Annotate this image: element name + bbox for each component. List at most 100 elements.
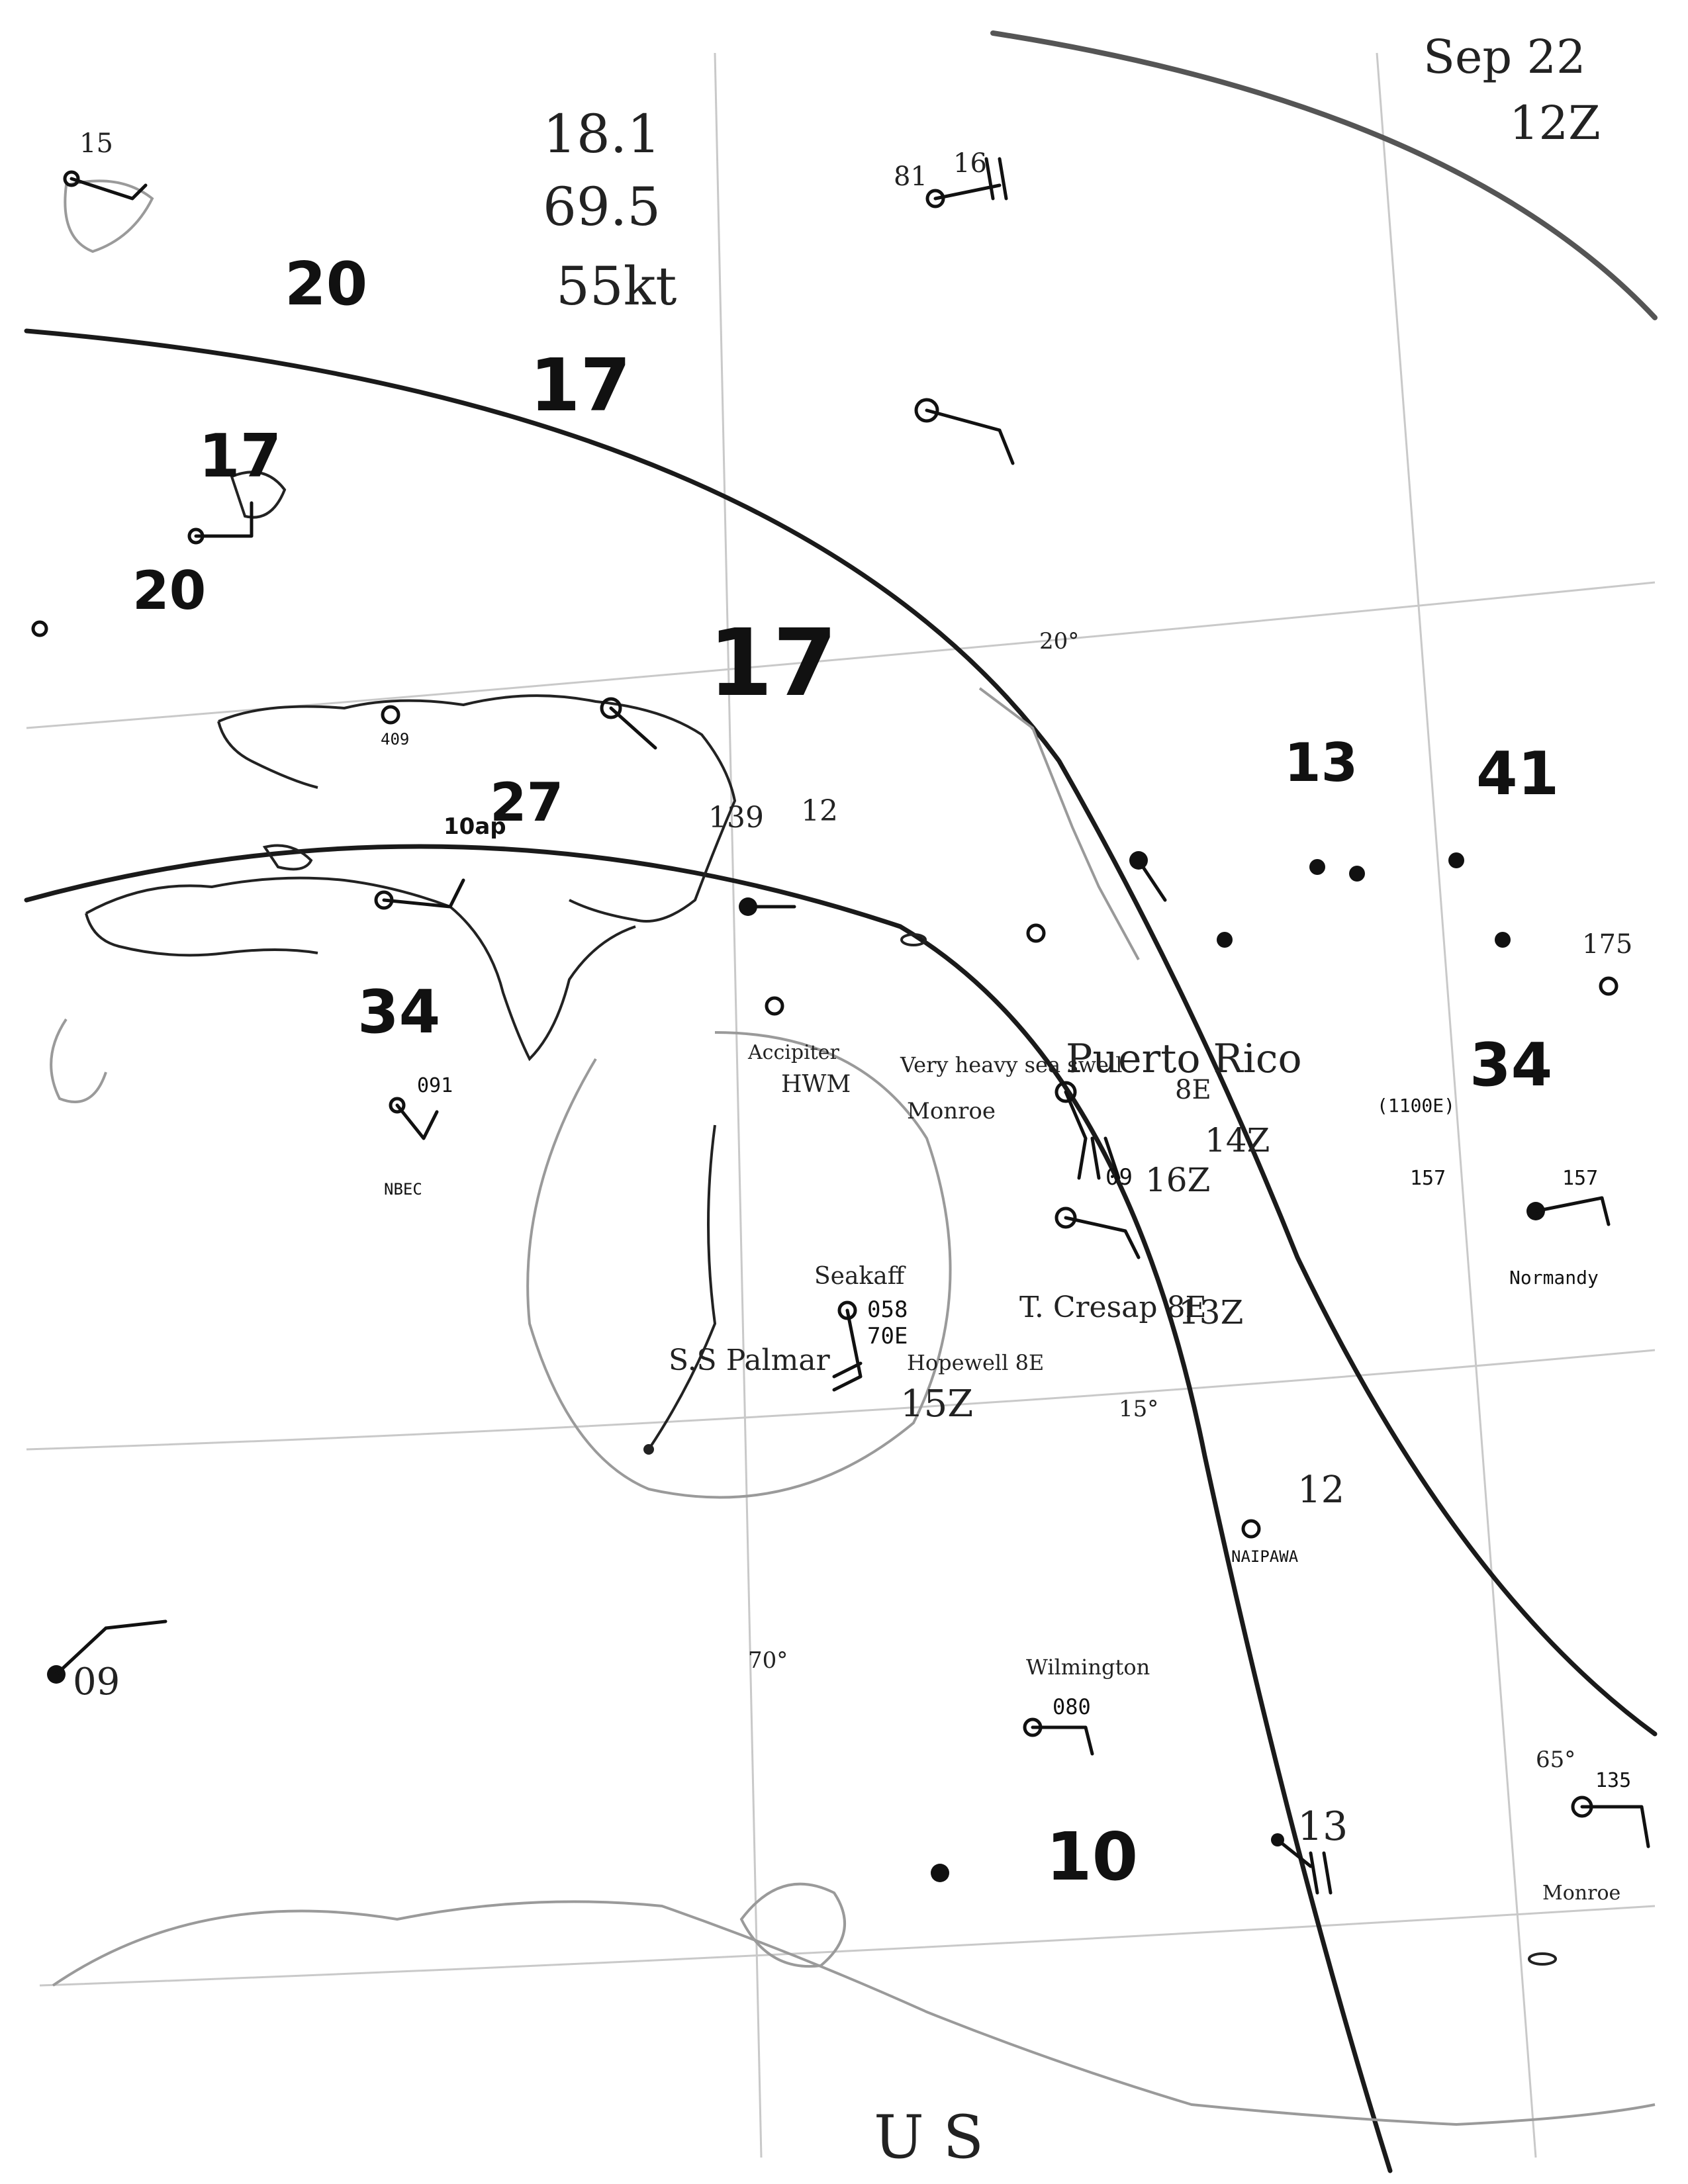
station-marker [1241, 1519, 1261, 1539]
pressure-label: 41 [1476, 739, 1559, 809]
lat-lon-grid [26, 52, 1656, 2158]
wind-barb [1534, 1196, 1611, 1226]
storm-lat: 18.1 [543, 103, 661, 165]
ship-label-monroe: Monroe [907, 1098, 996, 1124]
station-marker [1448, 852, 1464, 868]
wind-barb [54, 1619, 167, 1676]
station-marker [1349, 866, 1365, 882]
storm-wind: 55kt [556, 255, 677, 317]
wind-barb [925, 408, 1015, 465]
station-value: 409 [381, 730, 409, 749]
station-marker [1495, 932, 1511, 948]
station-value: 15Z [900, 1383, 973, 1426]
pressure-label: 27 [490, 772, 563, 833]
wind-barb [1276, 1838, 1333, 1895]
station-value: 12 [1297, 1469, 1344, 1512]
lat-15-label: 15° [1119, 1396, 1158, 1422]
wind-barb [609, 706, 657, 750]
station-marker [1026, 923, 1046, 943]
lat-20-label: 20° [1039, 628, 1079, 655]
pressure-label: 17 [199, 422, 281, 491]
pressure-label: 20 [132, 560, 206, 621]
station-marker [63, 170, 80, 187]
station-value: 70E [867, 1323, 908, 1349]
pressure-label: 17 [530, 343, 631, 428]
station-value: 13Z [1178, 1293, 1243, 1332]
small-islands [643, 933, 1557, 1966]
ship-label-monroe-2: Monroe [1542, 1882, 1620, 1905]
pressure-label: 13 [1284, 732, 1358, 794]
storm-lon: 69.5 [543, 176, 661, 238]
station-value: 16 [953, 148, 987, 179]
station-value: 175 [1582, 929, 1632, 960]
ship-label-normandy: Normandy [1509, 1267, 1599, 1289]
station-marker [1599, 976, 1618, 996]
station-value: 15 [79, 128, 113, 159]
pressure-label: 34 [357, 978, 440, 1047]
station-value: 135 [1595, 1769, 1631, 1792]
ship-label-naipawa: NAIPAWA [1231, 1547, 1299, 1566]
ship-label-accipiter: Accipiter [747, 1041, 839, 1064]
station-marker [1055, 1081, 1077, 1103]
ship-label-seakaff: Seakaff [814, 1263, 906, 1290]
station-marker [381, 705, 400, 725]
station-value: 058 [867, 1297, 908, 1323]
station-value: 81 [894, 161, 927, 192]
wind-barb [1064, 1216, 1141, 1259]
ship-label-cresap: T. Cresap 8E [1019, 1291, 1207, 1324]
station-marker [765, 996, 784, 1016]
ship-label-palmar: S.S Palmar [669, 1343, 831, 1377]
wind-barb [1064, 1090, 1121, 1180]
station-value: 09 [1105, 1164, 1133, 1191]
time-label: 12Z [1509, 96, 1601, 150]
wind-barb [1137, 858, 1167, 902]
station-value: 157 [1410, 1167, 1446, 1190]
pressure-label: 20 [285, 250, 367, 319]
us-label: U S [874, 2103, 984, 2172]
wind-barb [1031, 1725, 1094, 1756]
ship-label-hopewell: Hopewell 8E [907, 1350, 1044, 1375]
station-marker [914, 398, 939, 423]
station-value: 09 [73, 1661, 120, 1704]
wind-barb [194, 501, 254, 538]
date-label: Sep 22 [1423, 30, 1586, 84]
wind-barb [1580, 1805, 1650, 1848]
station-value: 091 [417, 1074, 453, 1097]
station-marker [600, 697, 622, 719]
ship-label-hwm: HWM [781, 1071, 851, 1098]
wind-barb [933, 157, 1008, 201]
station-value: 12 [801, 794, 838, 828]
station-marker [1055, 1206, 1077, 1229]
station-value: 8E [1175, 1075, 1211, 1105]
wind-barb [832, 1308, 863, 1392]
station-value: 139 [708, 801, 764, 835]
pressure-label: 10 [1046, 1818, 1138, 1895]
station-value: 14Z [1205, 1121, 1270, 1160]
wind-barb [382, 878, 465, 909]
ship-label-very-heavy: Very heavy sea swell [900, 1052, 1122, 1077]
lon-70-label: 70° [748, 1647, 788, 1674]
wind-barb [70, 177, 148, 201]
station-value: 16Z [1145, 1161, 1210, 1199]
ship-label-1100e: (1100E) [1377, 1095, 1455, 1116]
station-marker [31, 620, 48, 637]
station-marker [931, 1864, 949, 1882]
ship-label-nbec: NBEC [384, 1180, 422, 1199]
coastlines [50, 179, 1656, 2126]
station-value: 080 [1053, 1694, 1091, 1719]
puerto-rico-label: Puerto Rico [1066, 1036, 1302, 1082]
station-marker [389, 1097, 406, 1114]
pressure-label: 13 [1297, 1803, 1348, 1850]
pressure-label: 17 [708, 610, 837, 717]
station-marker [1309, 859, 1325, 875]
wind-barbs [54, 157, 1650, 1895]
lon-65-label: 65° [1536, 1747, 1575, 1773]
station-value: 10ap [444, 813, 506, 840]
ship-label-wilmington: Wilmington [1026, 1655, 1150, 1680]
station-value: 157 [1562, 1167, 1598, 1190]
station-marker [1217, 932, 1233, 948]
range-rings [24, 30, 1658, 2173]
pressure-label: 34 [1470, 1030, 1552, 1100]
wind-barb [395, 1103, 439, 1140]
